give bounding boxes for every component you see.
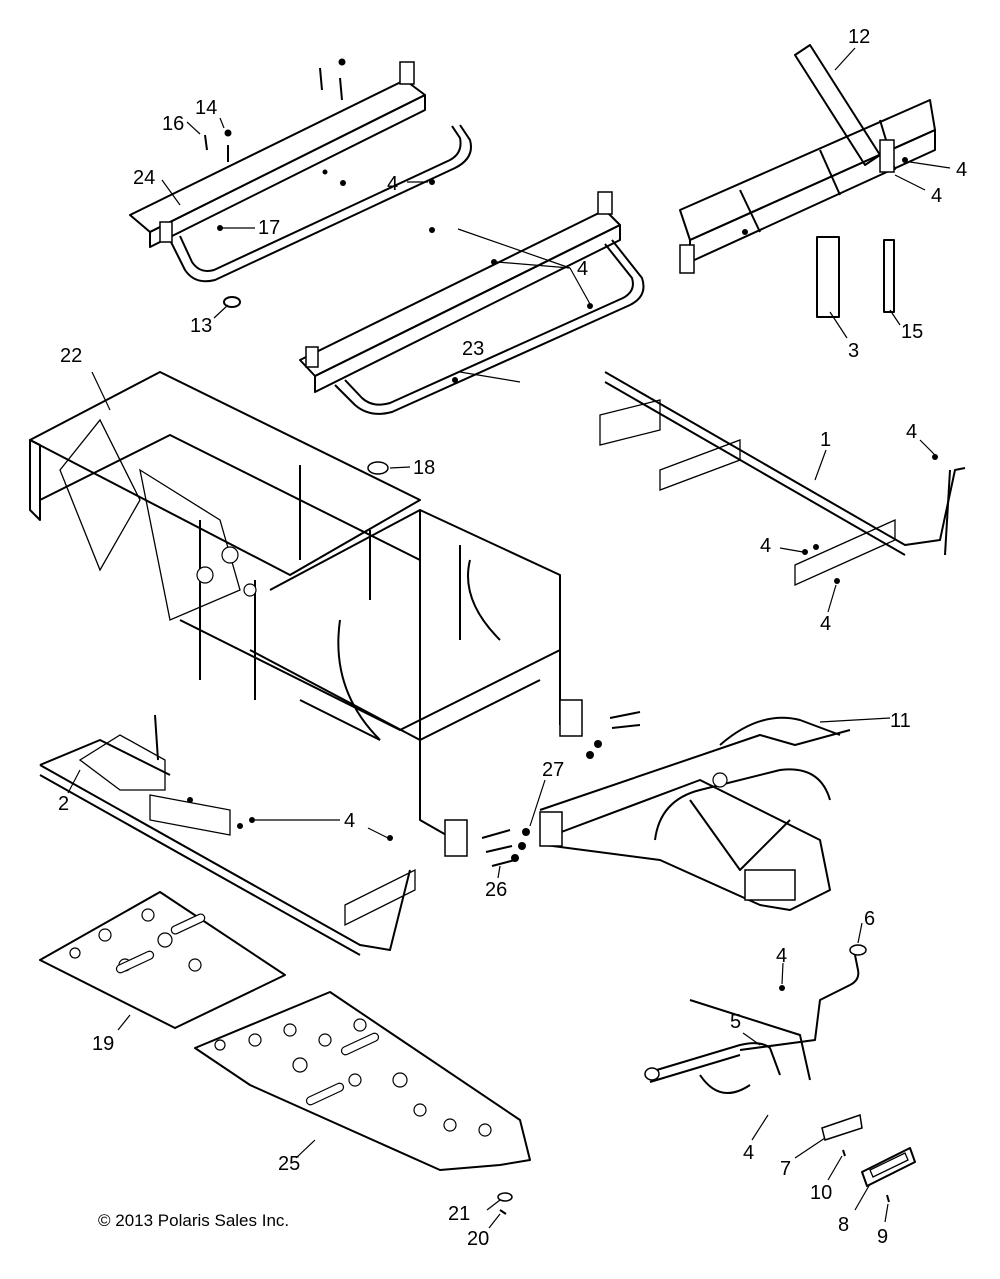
part-15-strip xyxy=(883,239,895,313)
callout-4: 4 xyxy=(387,173,398,195)
callout-24: 24 xyxy=(133,167,155,189)
part-8-plate xyxy=(861,1147,916,1187)
callout-20: 20 xyxy=(467,1228,489,1250)
callout-4: 4 xyxy=(906,421,917,443)
callout-16: 16 xyxy=(162,113,184,135)
callout-6: 6 xyxy=(864,908,875,930)
callout-21: 21 xyxy=(448,1203,470,1225)
part-25-skid-plate xyxy=(194,991,531,1171)
callout-11: 11 xyxy=(890,710,911,732)
callout-23: 23 xyxy=(462,338,484,360)
callout-22: 22 xyxy=(60,345,82,367)
part-5-bumper xyxy=(644,954,860,1094)
part-9-screw xyxy=(886,1194,890,1203)
callout-4: 4 xyxy=(931,185,942,207)
part-13-washer xyxy=(223,296,241,308)
callout-10: 10 xyxy=(810,1182,832,1204)
callout-1: 1 xyxy=(820,429,831,451)
callout-18: 18 xyxy=(413,457,435,479)
callout-13: 13 xyxy=(190,315,212,337)
part-11-front-frame xyxy=(539,716,851,911)
part-1-cargo-frame xyxy=(599,371,966,587)
callout-4: 4 xyxy=(743,1142,754,1164)
part-12-rear-frame xyxy=(679,44,936,274)
leader-lines xyxy=(67,47,951,1229)
callout-2: 2 xyxy=(58,793,69,815)
part-24-seat-frame xyxy=(129,61,472,283)
part-6-cap xyxy=(849,944,867,956)
callout-4: 4 xyxy=(776,945,787,967)
part-7-bracket xyxy=(821,1114,863,1141)
part-20-21-fastener xyxy=(497,1192,513,1215)
part-23-seat-frame xyxy=(299,191,645,415)
part-26-27-bolts xyxy=(481,711,641,867)
callout-4: 4 xyxy=(956,159,967,181)
callout-27: 27 xyxy=(542,759,564,781)
callout-4: 4 xyxy=(760,535,771,557)
part-18-plug xyxy=(367,461,389,475)
callout-4: 4 xyxy=(344,810,355,832)
callout-4: 4 xyxy=(820,613,831,635)
part-2-floor-frame xyxy=(39,714,416,956)
callout-8: 8 xyxy=(838,1214,849,1236)
callout-26: 26 xyxy=(485,879,507,901)
callout-7: 7 xyxy=(780,1158,791,1180)
callout-25: 25 xyxy=(278,1153,300,1175)
callout-17: 17 xyxy=(258,217,280,239)
callout-9: 9 xyxy=(877,1226,888,1248)
part-3-pad xyxy=(816,236,840,318)
part-19-skid-plate xyxy=(39,891,286,1029)
copyright-notice: © 2013 Polaris Sales Inc. xyxy=(98,1211,290,1230)
part-22-main-frame xyxy=(29,371,583,857)
callout-labels: 12 14 16 4 24 4 4 17 4 13 3 15 22 23 1 4… xyxy=(58,26,967,1250)
part-10-screw xyxy=(842,1149,846,1157)
part-16-bolts xyxy=(204,58,346,162)
callout-15: 15 xyxy=(901,321,923,343)
callout-14: 14 xyxy=(195,97,217,119)
callout-4: 4 xyxy=(577,258,588,280)
callout-5: 5 xyxy=(730,1011,741,1033)
callout-3: 3 xyxy=(848,340,859,362)
callout-12: 12 xyxy=(848,26,870,48)
callout-19: 19 xyxy=(92,1033,114,1055)
